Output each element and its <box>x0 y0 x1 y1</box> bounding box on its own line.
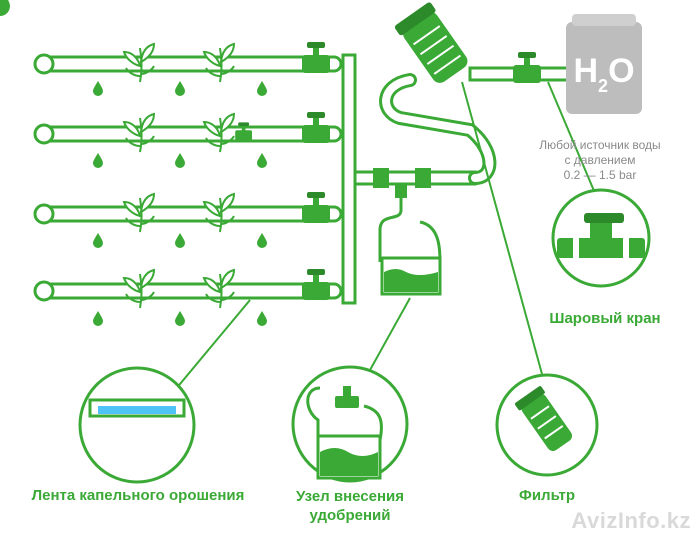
drip-row-3 <box>33 192 343 248</box>
water-drop-icon <box>175 81 185 96</box>
callout-filter <box>495 373 599 477</box>
tank-symbol-h: H <box>573 52 598 90</box>
tank-symbol-sub: 2 <box>598 76 608 96</box>
source-line-1: Любой источник воды <box>539 138 661 152</box>
label-filter: Фильтр <box>519 487 575 504</box>
water-tank-icon: H2O <box>566 14 642 114</box>
drip-row-1 <box>33 42 343 96</box>
water-drop-icon <box>257 233 267 248</box>
tank-symbol-o: O <box>608 52 634 90</box>
water-source-text: Любой источник воды с давлением 0.2 — 1.… <box>520 138 680 183</box>
water-drop-icon <box>175 233 185 248</box>
water-drop-icon <box>175 311 185 326</box>
water-drop-icon <box>93 81 103 96</box>
valve-icon <box>302 269 330 300</box>
fertilizer-injector <box>235 122 442 296</box>
callout-ball-valve <box>551 188 651 288</box>
drip-row-4 <box>33 269 343 326</box>
source-line-3: 0.2 — 1.5 bar <box>563 168 637 182</box>
source-line-2: с давлением <box>564 153 636 167</box>
filter-icon <box>394 2 468 83</box>
valve-icon <box>302 112 330 143</box>
water-drop-icon <box>0 0 10 16</box>
water-drop-icon <box>257 311 267 326</box>
valve-icon <box>302 42 330 73</box>
water-drop-icon <box>175 153 185 168</box>
valve-icon <box>513 52 541 83</box>
filter-icon <box>515 386 573 451</box>
label-fertilizer-line-1: Узел внесения <box>295 488 405 505</box>
water-drop-icon <box>93 311 103 326</box>
water-drop-icon <box>93 233 103 248</box>
watermark: AvizInfo.kz <box>571 508 691 533</box>
drip-row-2 <box>33 112 343 168</box>
callout-drip-tape <box>0 0 196 484</box>
main-manifold <box>341 53 497 305</box>
label-fertilizer-line-2: удобрений <box>309 507 391 524</box>
water-drop-icon <box>257 153 267 168</box>
label-ball-valve: Шаровый кран <box>549 310 661 327</box>
label-drip-tape: Лента капельного орошения <box>31 487 245 504</box>
svg-text:H2O: H2O <box>573 52 634 96</box>
water-drop-icon <box>257 81 267 96</box>
callout-fertilizer <box>291 365 409 483</box>
valve-icon <box>302 192 330 223</box>
callout-lines <box>174 81 601 391</box>
drip-tape-rows <box>33 42 343 326</box>
valve-icon <box>235 122 253 141</box>
label-fertilizer-unit: Узел внесения удобрений <box>285 487 415 525</box>
water-drop-icon <box>93 153 103 168</box>
